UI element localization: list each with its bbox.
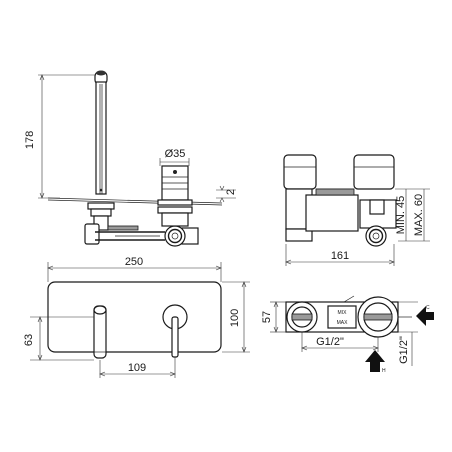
plate-thickness-label: 2 [225,189,237,195]
top-view: MIX MAX 57 G1/2" G1/2" C H [261,295,434,374]
cold-inlet-arrow-icon: C [416,305,434,326]
hot-inlet-arrow-icon: H [365,350,386,374]
plate-height-label: 100 [229,309,241,327]
front-view: 250 100 63 109 [23,256,250,378]
spout [94,70,108,195]
connection-side-label: G1/2" [398,336,410,364]
cold-marker: C [426,305,430,311]
handle-diameter-label: Ø35 [165,148,186,160]
max-depth-label: MAX. 60 [413,194,425,236]
connection-bottom-label: G1/2" [316,336,344,348]
body-depth-label: 161 [331,250,349,262]
plate-width-label: 250 [125,256,143,268]
body-side-view: 161 MIN. 45 MAX. 60 [283,154,430,266]
body-height-label: 57 [261,311,273,323]
mixer-body-side [84,202,199,247]
min-depth-label: MIN. 45 [395,196,407,235]
spout-to-handle-label: 109 [128,362,146,374]
wall-plate-line [47,197,223,204]
spout-height-label: 178 [24,131,36,149]
spout-offset-label: 63 [23,334,35,346]
side-view: 178 [24,70,237,247]
valve-label-top: MIX [338,310,348,316]
hot-marker: H [382,368,386,374]
handle: Ø35 [157,148,193,227]
valve-label-bottom: MAX [337,320,349,326]
